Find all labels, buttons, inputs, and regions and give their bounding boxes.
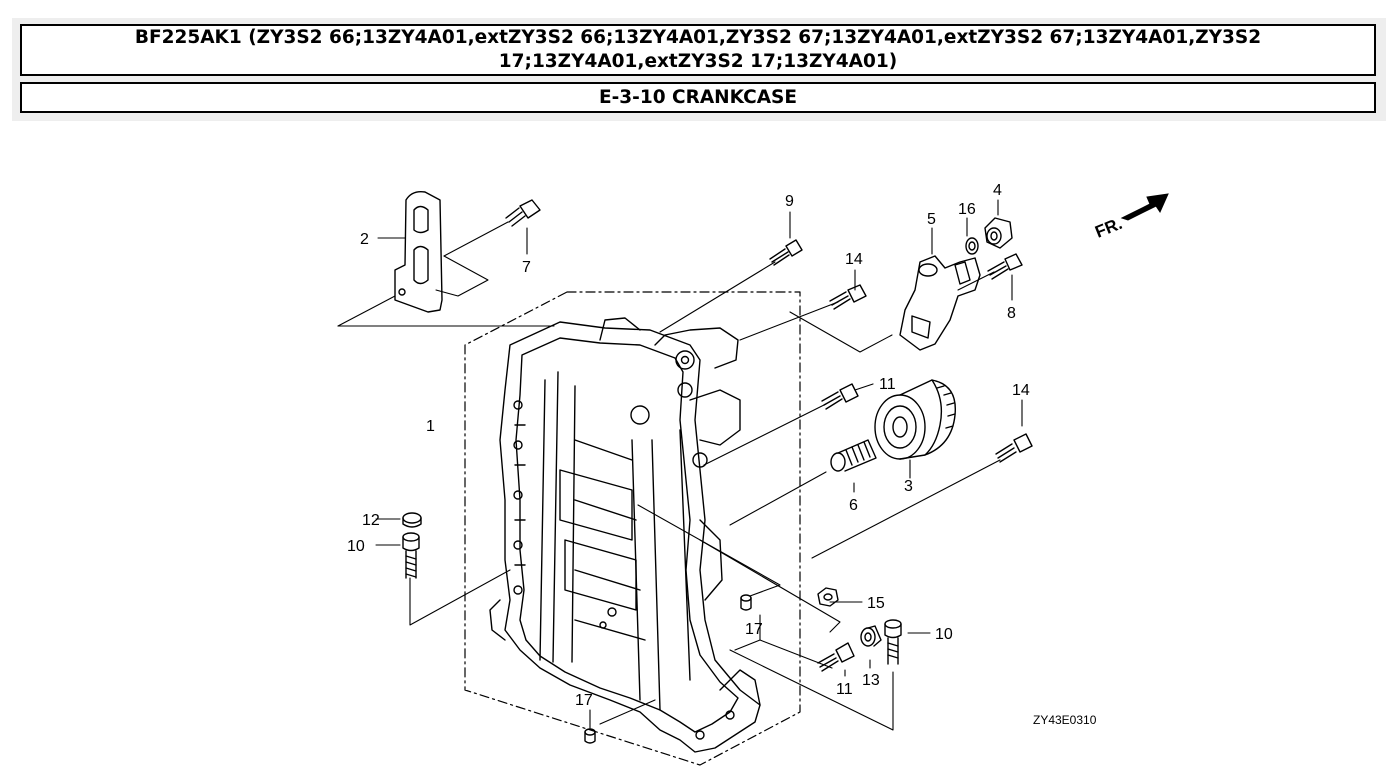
callout-11-upper: 11 — [879, 376, 896, 393]
callout-5: 5 — [927, 211, 936, 228]
callout-labels: 1 2 3 4 5 6 7 8 9 10 10 11 11 12 13 14 1… — [347, 182, 1030, 709]
callout-14-upper: 14 — [845, 251, 863, 268]
stud-6 — [830, 439, 877, 472]
callout-13: 13 — [862, 672, 880, 689]
sensor-housing — [899, 255, 981, 351]
bolt-10-left — [402, 532, 420, 579]
bolt-11-upper — [821, 383, 859, 410]
bracket — [394, 190, 443, 313]
callout-16: 16 — [958, 201, 976, 218]
callout-4: 4 — [993, 182, 1002, 199]
bolt-10-right — [884, 619, 902, 665]
dowel-17-lower — [584, 728, 596, 744]
dowel-17-center — [740, 594, 752, 611]
plug-12 — [402, 512, 422, 528]
front-direction-arrow: FR. — [1092, 193, 1169, 242]
washer-16 — [965, 237, 979, 255]
plug-4 — [984, 217, 1013, 249]
bolt-14-upper — [829, 284, 867, 310]
callout-15: 15 — [867, 595, 885, 612]
callout-2: 2 — [360, 231, 369, 248]
callout-7: 7 — [522, 259, 531, 276]
bolt-8 — [987, 253, 1023, 280]
callout-6: 6 — [849, 497, 858, 514]
leader-lines — [337, 199, 1023, 731]
crankcase-body — [489, 317, 761, 753]
callout-11-lower: 11 — [836, 681, 853, 698]
callout-12: 12 — [362, 512, 380, 529]
bolt-11-lower — [817, 642, 855, 672]
front-direction-label: FR. — [1092, 214, 1125, 242]
model-title: BF225AK1 (ZY3S2 66;13ZY4A01,extZY3S2 66;… — [20, 24, 1376, 76]
callout-9: 9 — [785, 193, 794, 210]
callout-10-right: 10 — [935, 626, 953, 643]
section-title: E-3-10 CRANKCASE — [20, 82, 1376, 113]
nut-15 — [817, 587, 839, 607]
callout-8: 8 — [1007, 305, 1016, 322]
bolt-7 — [505, 199, 541, 227]
callout-14-right: 14 — [1012, 382, 1030, 399]
callout-1: 1 — [426, 418, 435, 435]
callout-10-left: 10 — [347, 538, 365, 555]
washer-13 — [860, 625, 882, 647]
assembly-outline — [464, 291, 801, 766]
callout-17-lower: 17 — [575, 692, 593, 709]
header: BF225AK1 (ZY3S2 66;13ZY4A01,extZY3S2 66;… — [12, 18, 1386, 121]
drawing-code: ZY43E0310 — [1033, 713, 1097, 727]
bolt-14-right — [995, 433, 1033, 463]
callout-17-center: 17 — [745, 621, 763, 638]
oil-filter — [874, 379, 956, 460]
bolt-9 — [769, 239, 803, 266]
callout-3: 3 — [904, 478, 913, 495]
